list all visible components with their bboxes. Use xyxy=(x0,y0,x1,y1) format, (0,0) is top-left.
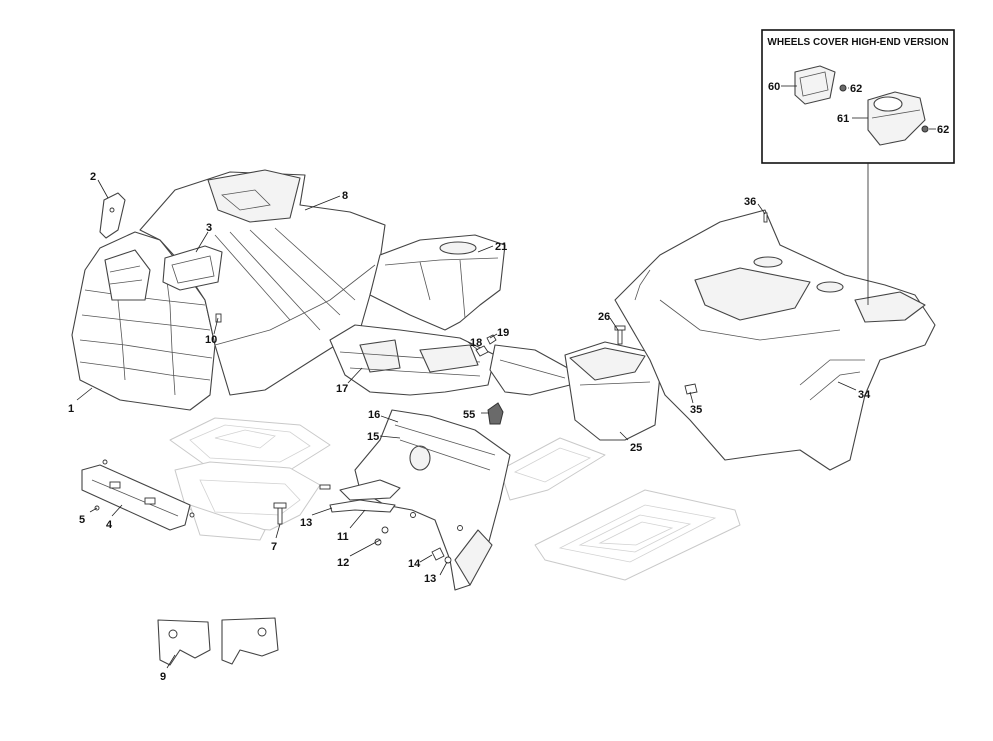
callout-12: 12 xyxy=(337,557,349,569)
battery-cover xyxy=(369,234,506,331)
callout-16: 16 xyxy=(368,409,380,421)
callout-21: 21 xyxy=(495,241,507,253)
bolt-7 xyxy=(273,502,287,525)
callout-9: 9 xyxy=(160,671,166,683)
hood xyxy=(139,169,386,396)
hardware-12 xyxy=(374,526,389,546)
hardware-side xyxy=(319,484,463,531)
support-rail xyxy=(489,344,576,396)
storage-box xyxy=(564,341,661,441)
callout-11: 11 xyxy=(337,531,349,543)
ghost-footboard-right xyxy=(499,437,741,581)
callout-8: 8 xyxy=(342,190,348,202)
inset-label-60: 60 xyxy=(768,81,780,93)
hardware-14 xyxy=(431,547,452,564)
callout-10: 10 xyxy=(205,334,217,346)
callout-26: 26 xyxy=(598,311,610,323)
callout-17: 17 xyxy=(336,383,348,395)
clip-35 xyxy=(684,383,698,395)
screw-62-bottom xyxy=(921,125,929,133)
inset-label-62-bottom: 62 xyxy=(937,124,949,136)
callout-55: 55 xyxy=(463,409,475,421)
inset-box: WHEELS COVER HIGH-END VERSION 60 62 61 6… xyxy=(761,29,955,164)
gasket-pair xyxy=(157,617,279,666)
lever-arm xyxy=(329,479,401,513)
screw-10 xyxy=(215,313,222,323)
ghost-chassis-left xyxy=(169,417,331,541)
clip-19 xyxy=(486,334,497,345)
inset-title: WHEELS COVER HIGH-END VERSION xyxy=(767,37,948,48)
callout-labels: 1 2 3 10 8 21 17 18 19 26 36 34 35 55 25… xyxy=(68,171,871,683)
callout-25: 25 xyxy=(630,442,642,454)
callout-7: 7 xyxy=(271,541,277,553)
callout-14: 14 xyxy=(408,558,421,570)
headlight-cover xyxy=(162,245,223,291)
clip-18 xyxy=(475,345,489,357)
callout-13-left: 13 xyxy=(300,517,312,529)
side-panel xyxy=(354,409,511,591)
screw-62-top xyxy=(839,84,847,92)
lever-knob xyxy=(487,402,504,425)
inset-label-62-top: 62 xyxy=(850,83,862,95)
wheel-cover-60 xyxy=(794,65,836,105)
bolt-26 xyxy=(614,325,626,345)
rear-body xyxy=(614,209,936,471)
callout-18: 18 xyxy=(470,337,482,349)
callout-36: 36 xyxy=(744,196,756,208)
callout-35: 35 xyxy=(690,404,702,416)
leader-lines xyxy=(76,179,857,669)
mounting-plate xyxy=(81,464,191,531)
callout-19: 19 xyxy=(497,327,509,339)
callout-5: 5 xyxy=(79,514,85,526)
callout-1: 1 xyxy=(68,403,74,415)
inset-label-61: 61 xyxy=(837,113,849,125)
callout-2: 2 xyxy=(90,171,96,183)
screw-36 xyxy=(763,212,768,223)
callout-4: 4 xyxy=(106,519,113,531)
dash-panel xyxy=(329,324,496,396)
callout-3: 3 xyxy=(206,222,212,234)
callout-34: 34 xyxy=(858,389,871,401)
bracket xyxy=(99,192,126,239)
callout-13-right: 13 xyxy=(424,573,436,585)
callout-15: 15 xyxy=(367,431,379,443)
